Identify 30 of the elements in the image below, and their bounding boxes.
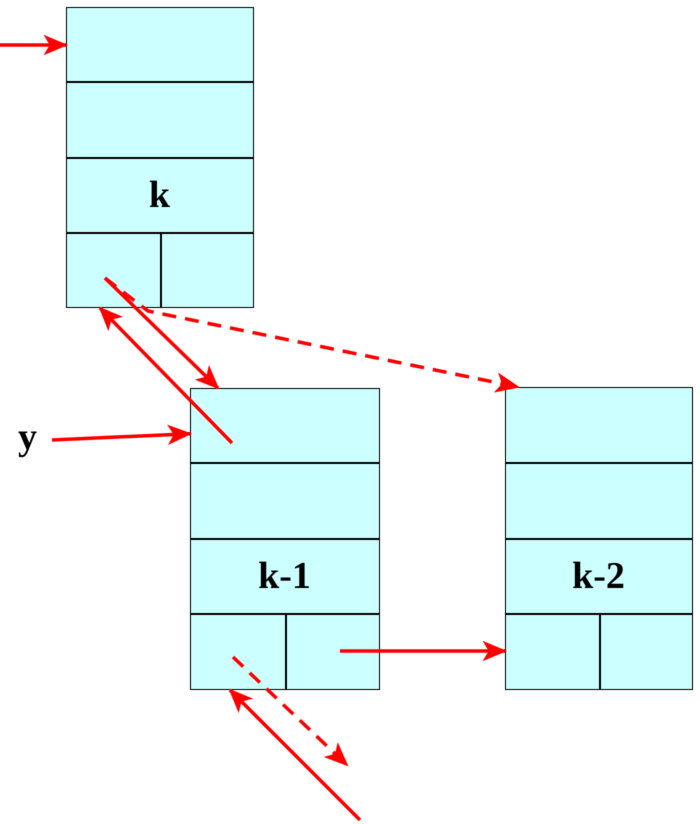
arrow — [232, 656, 348, 766]
record-field — [504, 462, 692, 538]
record-field — [190, 388, 380, 462]
record-field — [190, 614, 286, 690]
arrow — [104, 276, 220, 390]
arrow — [104, 276, 520, 392]
record-field — [66, 82, 254, 158]
arrow — [0, 34, 68, 56]
arrow — [228, 688, 362, 822]
record-box — [505, 387, 693, 690]
record-field — [190, 462, 380, 538]
record-box — [190, 388, 380, 690]
key-field — [504, 538, 692, 614]
key-field — [190, 538, 380, 614]
record-field — [286, 614, 380, 690]
record-field — [66, 6, 254, 82]
arrow — [98, 306, 234, 444]
record-field — [160, 232, 254, 308]
record-box — [66, 7, 254, 308]
record-field — [504, 386, 692, 462]
key-text: k — [148, 176, 170, 214]
key-field — [66, 158, 254, 232]
arrow — [52, 424, 192, 445]
record-field — [600, 614, 692, 690]
record-field — [66, 232, 160, 308]
record-field — [504, 614, 600, 690]
variable-name: y — [18, 416, 37, 458]
key-text: k-2 — [572, 557, 625, 595]
arrow — [340, 640, 508, 662]
key-text: k-1 — [258, 557, 311, 595]
